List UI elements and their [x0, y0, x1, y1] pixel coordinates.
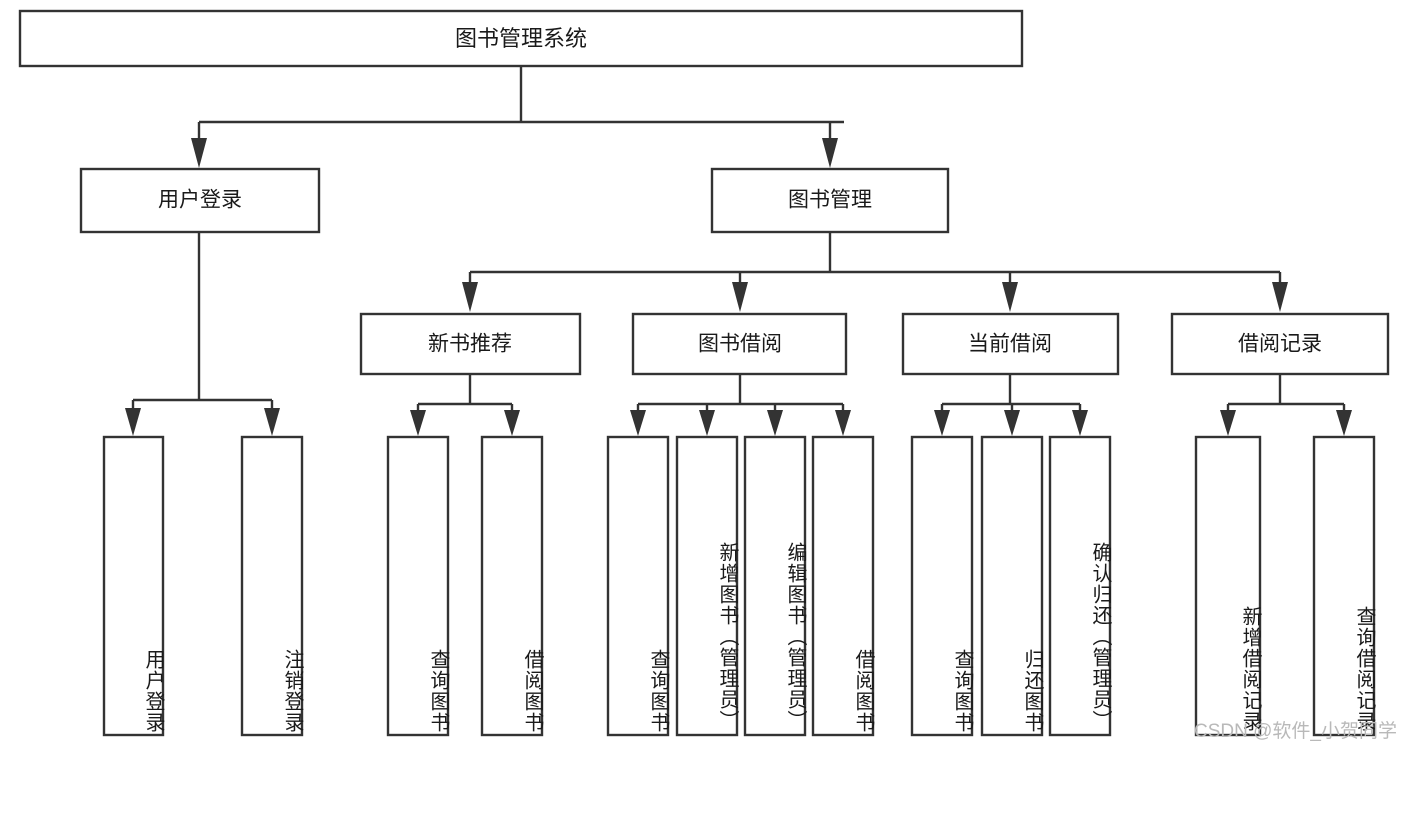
- arrow-head-icon: [504, 410, 520, 436]
- arrow-head-icon: [462, 282, 478, 312]
- arrow-head-icon: [822, 138, 838, 168]
- hierarchy-diagram: 图书管理系统 用户登录 图书管理 新书推荐 图书借阅 当前借阅 借阅记录: [18, 9, 1390, 737]
- arrow-head-icon: [835, 410, 851, 436]
- node-leaf-query-book-2[interactable]: [606, 435, 670, 737]
- connector-userlogin-to-leaves: [125, 232, 280, 436]
- arrow-head-icon: [767, 410, 783, 436]
- arrow-head-icon: [125, 408, 141, 436]
- node-leaf-query-book-3[interactable]: [910, 435, 974, 737]
- arrow-head-icon: [264, 408, 280, 436]
- node-leaf-logout[interactable]: [240, 435, 304, 737]
- arrow-head-icon: [630, 410, 646, 436]
- node-label-book-management: 图书管理: [788, 189, 872, 212]
- node-book-management-system[interactable]: 图书管理系统: [18, 9, 1024, 68]
- arrow-head-icon: [1002, 282, 1018, 312]
- node-new-book-recommend[interactable]: 新书推荐: [359, 312, 582, 376]
- arrow-head-icon: [1336, 410, 1352, 436]
- arrow-head-icon: [410, 410, 426, 436]
- node-leaf-add-book-admin[interactable]: [675, 435, 739, 737]
- node-book-borrow[interactable]: 图书借阅: [631, 312, 848, 376]
- node-leaf-edit-book-admin[interactable]: [743, 435, 807, 737]
- node-user-login[interactable]: 用户登录: [79, 167, 321, 234]
- arrow-head-icon: [732, 282, 748, 312]
- node-leaf-add-borrow-record[interactable]: [1194, 435, 1262, 737]
- node-leaf-return-book[interactable]: [980, 435, 1044, 737]
- node-current-borrow[interactable]: 当前借阅: [901, 312, 1120, 376]
- connector-currentborrow-to-leaves: [934, 374, 1088, 436]
- connector-root-to-level2: [191, 66, 844, 168]
- node-label-new-book-recommend: 新书推荐: [428, 333, 512, 356]
- arrow-head-icon: [699, 410, 715, 436]
- node-label-book-borrow: 图书借阅: [698, 333, 782, 356]
- arrow-head-icon: [1220, 410, 1236, 436]
- arrow-head-icon: [1072, 410, 1088, 436]
- node-leaf-query-book-1[interactable]: [386, 435, 450, 737]
- node-label-root: 图书管理系统: [455, 26, 587, 51]
- connector-borrowrecord-to-leaves: [1220, 374, 1352, 436]
- node-leaf-confirm-return-admin[interactable]: [1048, 435, 1112, 737]
- node-label-borrow-record: 借阅记录: [1238, 333, 1322, 356]
- node-book-management[interactable]: 图书管理: [710, 167, 950, 234]
- node-leaf-query-borrow-record[interactable]: [1312, 435, 1376, 737]
- node-label-user-login: 用户登录: [158, 189, 242, 212]
- node-leaf-borrow-book-1[interactable]: [480, 435, 544, 737]
- diagram-canvas-root: 图书管理系统 用户登录 图书管理 新书推荐 图书借阅 当前借阅 借阅记录: [18, 9, 1397, 742]
- connector-bookmgmt-to-level3: [462, 232, 1288, 312]
- node-leaf-user-login[interactable]: [102, 435, 165, 737]
- arrow-head-icon: [191, 138, 207, 168]
- arrow-head-icon: [934, 410, 950, 436]
- node-label-current-borrow: 当前借阅: [968, 333, 1052, 356]
- arrow-head-icon: [1272, 282, 1288, 312]
- connector-bookborrow-to-leaves: [630, 374, 851, 436]
- connector-newbook-to-leaves: [410, 374, 520, 436]
- node-borrow-record[interactable]: 借阅记录: [1170, 312, 1390, 376]
- node-leaf-borrow-book-2[interactable]: [811, 435, 875, 737]
- arrow-head-icon: [1004, 410, 1020, 436]
